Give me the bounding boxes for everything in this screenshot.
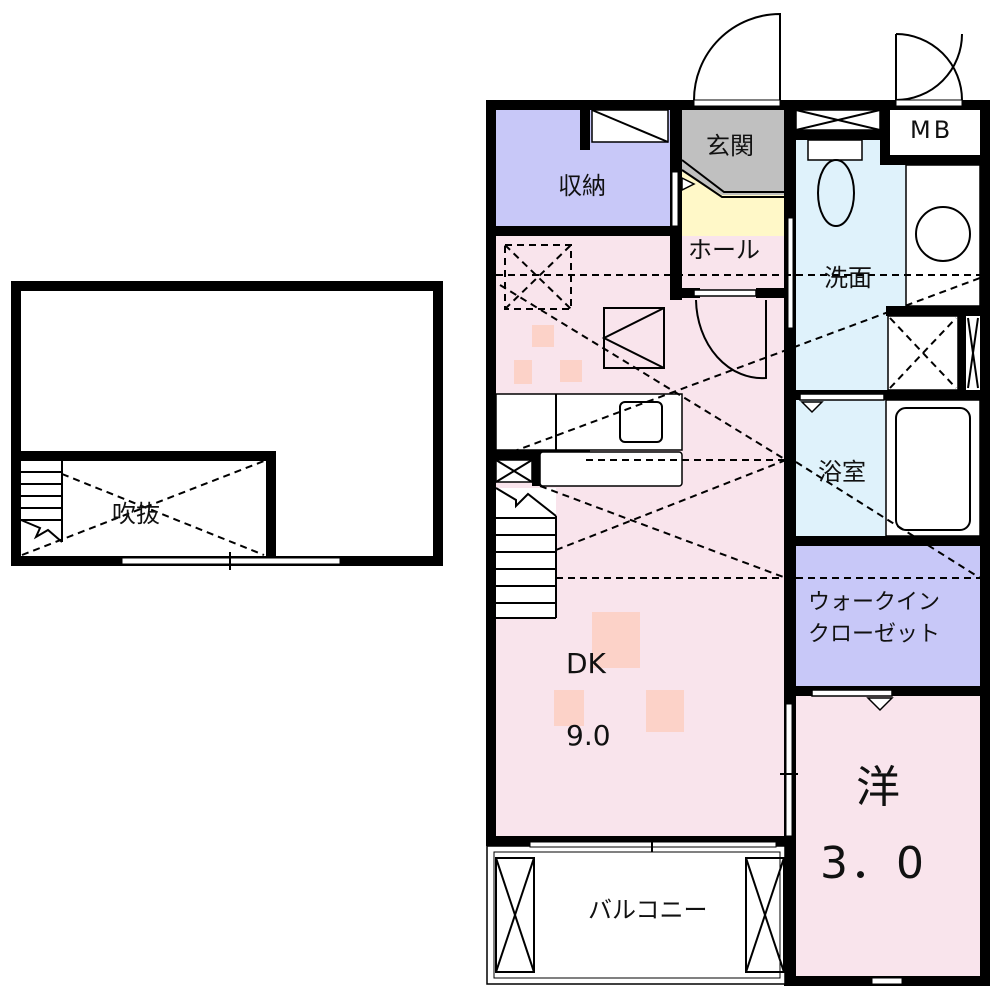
hall-label: ホール <box>688 236 760 264</box>
loft-plan <box>11 281 443 570</box>
meter-box-label: MB <box>910 116 954 144</box>
washroom-label: 洗面 <box>824 264 872 292</box>
walk-in-closet-label-line1: ウォークイン <box>808 590 941 615</box>
western-room-size: 3．0 <box>820 838 926 889</box>
main-floor-plan <box>486 12 990 986</box>
bathroom-label: 浴室 <box>818 458 866 486</box>
void-label: 吹抜 <box>112 500 160 528</box>
main-stairs <box>495 487 557 619</box>
walk-in-closet-label-line2: クローゼット <box>808 622 941 647</box>
western-room-label: 洋 <box>856 762 902 813</box>
dining-kitchen-size: 9.0 <box>566 719 611 752</box>
balcony-label: バルコニー <box>588 896 708 924</box>
storage-label: 収納 <box>558 172 606 200</box>
closet-fill <box>796 546 980 686</box>
entrance-label: 玄関 <box>706 132 754 160</box>
bathroom-fill <box>796 400 886 536</box>
western-room-fill <box>796 696 980 976</box>
dining-kitchen-label: DK <box>566 647 606 680</box>
entrance-door <box>693 12 781 107</box>
balcony-area <box>486 836 786 985</box>
mb-door <box>895 33 963 107</box>
